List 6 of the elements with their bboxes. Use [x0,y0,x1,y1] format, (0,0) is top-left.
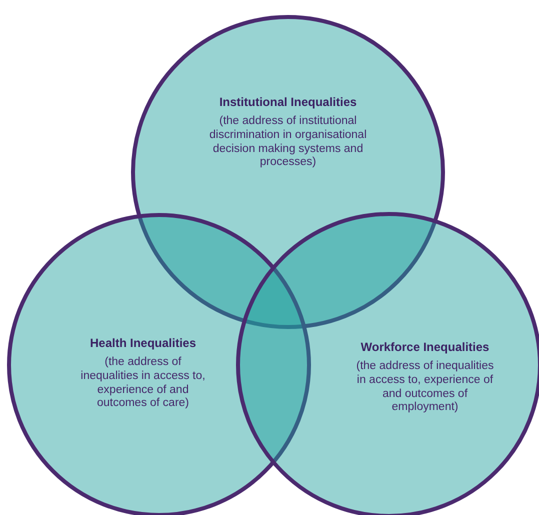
circle-heading: Institutional Inequalities [219,95,357,110]
circle-description: (the address of inequalities in access to, experience of and outcomes of employment) [355,360,495,416]
circle-description: (the address of inequalities in access to, experience of and outcomes of care) [80,356,206,412]
circle-heading: Workforce Inequalities [360,340,490,355]
circle-description: (the address of institutional discrimination in organisational decision making systems and processes) [208,115,368,170]
circle-heading: Health Inequalities [90,336,196,351]
